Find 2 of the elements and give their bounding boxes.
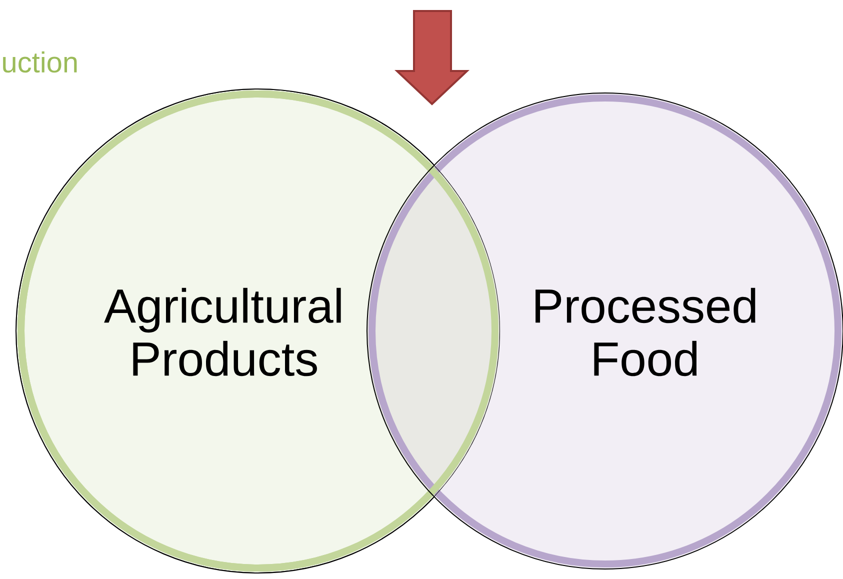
title-fragment: uction bbox=[3, 51, 77, 73]
node-label: Processed Food bbox=[536, 288, 756, 376]
